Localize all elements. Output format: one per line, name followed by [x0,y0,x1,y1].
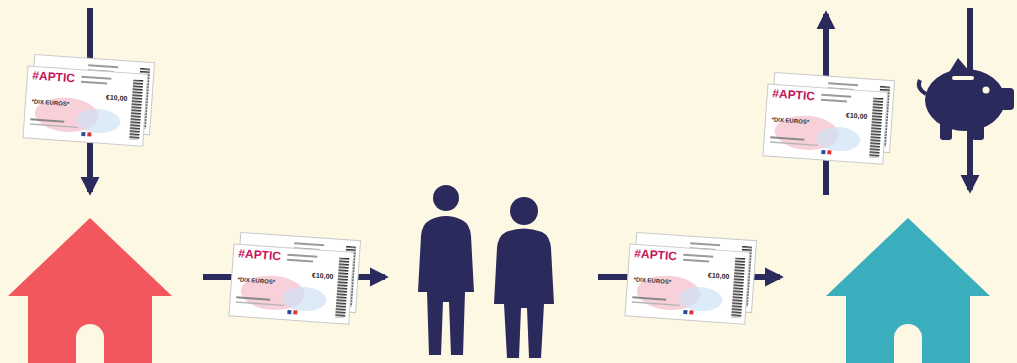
ticket-text: #APTIC [772,87,815,102]
ticket-text: *DIX EUROS* [633,276,671,285]
ticket-text: €10,00 [312,272,334,280]
piggy-bank-icon [919,58,1014,140]
ticket-text: #APTIC [32,69,75,84]
people-icon [418,185,554,358]
house-icon [8,218,172,363]
voucher-ticket [625,232,757,325]
ticket-text: €10,00 [846,112,868,120]
ticket-text-group: #APTIC *DIX EUROS* €10,00 [625,244,750,324]
ticket-text: *DIX EUROS* [31,98,69,107]
voucher-ticket [763,72,895,165]
ticket-text: *DIX EUROS* [237,276,275,285]
voucher-ticket [229,232,361,325]
ticket-text: *DIX EUROS* [771,116,809,125]
ticket-text: €10,00 [708,272,730,280]
house-icon [826,218,990,363]
voucher-ticket [23,54,155,147]
ticket-text: #APTIC [238,247,281,262]
ticket-text: €10,00 [106,94,128,102]
ticket-text: #APTIC [634,247,677,262]
ticket-text-group: #APTIC *DIX EUROS* €10,00 [23,66,148,146]
ticket-text-group: #APTIC *DIX EUROS* €10,00 [763,84,888,164]
ticket-text-group: #APTIC *DIX EUROS* €10,00 [229,244,354,324]
